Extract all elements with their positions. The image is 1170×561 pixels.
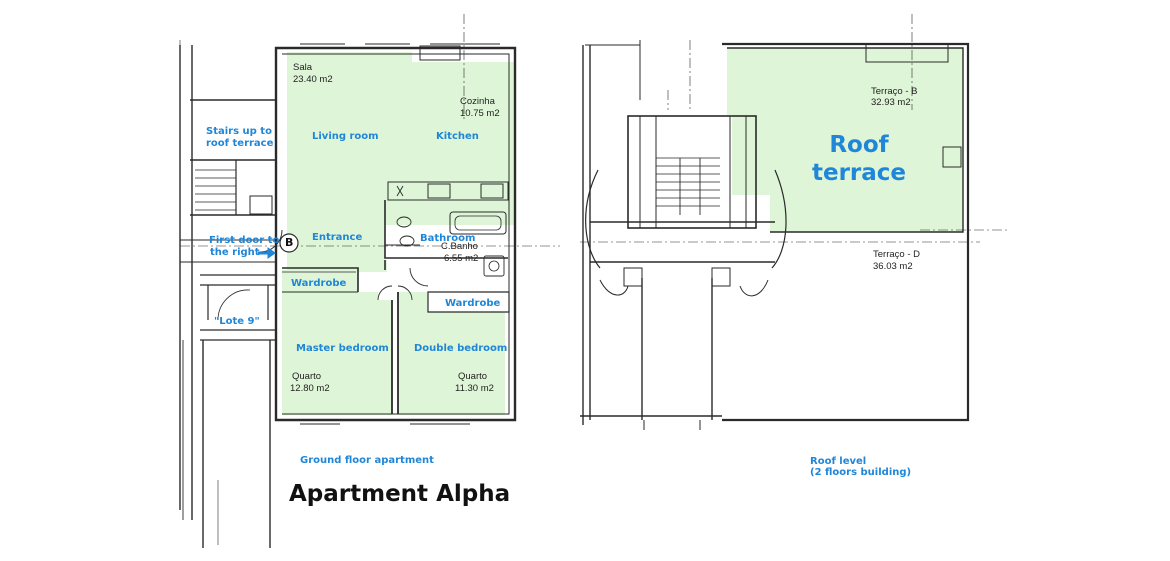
ground-floor-plan: [179, 14, 560, 548]
door-marker-b: B: [285, 236, 294, 249]
roof-caption-line-2: (2 floors building): [810, 467, 912, 478]
terraco-b-area: 32.93 m2: [871, 97, 911, 108]
double-bedroom-label: Double bedroom: [414, 343, 508, 354]
master-bedroom-label: Master bedroom: [296, 343, 389, 354]
terraco-b-name: Terraço - B: [871, 86, 918, 97]
bathroom-area: 6.55 m2: [444, 253, 479, 264]
roof-terrace-label-line-2: terrace: [811, 160, 907, 186]
roof-caption-line-1: Roof level: [810, 456, 867, 467]
wardrobe-left-label: Wardrobe: [291, 278, 347, 289]
kitchen-label: Kitchen: [436, 131, 479, 142]
door-note-line-1: First door to: [209, 235, 280, 246]
cozinha-name: Cozinha: [460, 96, 495, 107]
living-room-label: Living room: [312, 131, 379, 142]
terraco-d-name: Terraço - D: [873, 249, 920, 260]
sala-name: Sala: [293, 62, 313, 73]
sala-area: 23.40 m2: [293, 74, 333, 85]
roof-level-plan: [580, 14, 1010, 430]
master-bedroom-area: 12.80 m2: [290, 383, 330, 394]
door-note-line-2: the right: [210, 247, 260, 258]
ground-floor-caption: Ground floor apartment: [300, 455, 434, 466]
roof-terrace-label-line-1: Roof: [829, 132, 889, 158]
double-bedroom-area: 11.30 m2: [455, 383, 494, 394]
wardrobe-right-label: Wardrobe: [445, 298, 501, 309]
stairs-note-line-2: roof terrace: [206, 138, 274, 149]
roof-terrace-fill: [727, 48, 963, 232]
master-bedroom-name: Quarto: [292, 371, 322, 382]
terraco-d-area: 36.03 m2: [873, 261, 913, 272]
ground-floor-room-fills: [282, 52, 515, 415]
stairs-note-line-1: Stairs up to: [206, 126, 272, 137]
double-bedroom-name: Quarto: [458, 371, 488, 382]
lote-label: "Lote 9": [214, 316, 260, 327]
bathroom-label: Bathroom: [420, 233, 476, 244]
cozinha-area: 10.75 m2: [460, 108, 500, 119]
apartment-title: Apartment Alpha: [289, 481, 511, 507]
entrance-label: Entrance: [312, 232, 363, 243]
bathroom-name: C.Banho: [441, 241, 478, 252]
